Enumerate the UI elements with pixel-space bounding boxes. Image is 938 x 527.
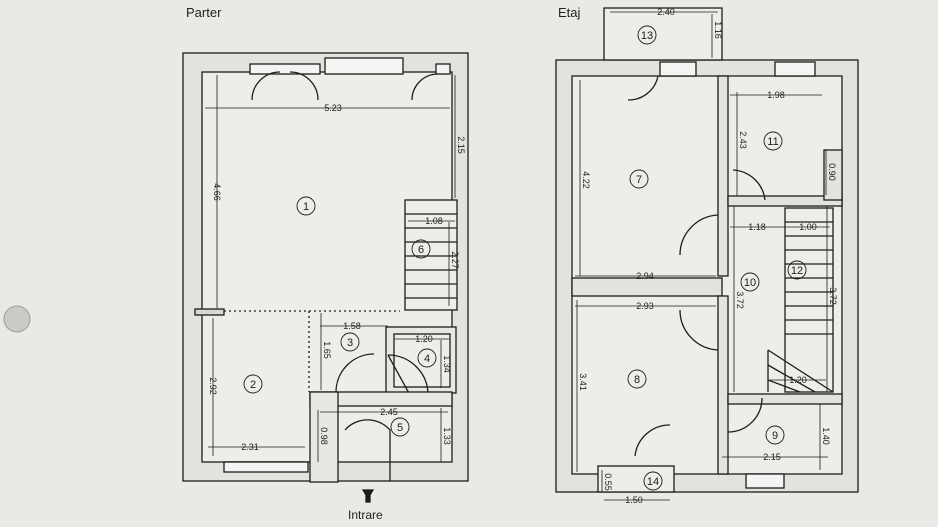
dimension-label: 1.40 (821, 427, 831, 445)
room-label: 2 (250, 379, 256, 391)
room-label: 12 (791, 265, 803, 277)
dimension-label: 1.18 (748, 222, 766, 232)
dimension-label: 1.33 (442, 427, 452, 445)
door-swing (289, 71, 319, 101)
door-swing (727, 397, 763, 433)
partition-wall (727, 393, 843, 405)
door-swing (335, 353, 375, 393)
partition-wall (823, 149, 843, 201)
entry-wall (309, 391, 339, 483)
dimension-label: 1.08 (425, 216, 443, 226)
stair-steps (405, 213, 457, 299)
room-number-circles (243, 25, 807, 491)
dimension-label: 2.15 (456, 136, 466, 154)
dimension-label: 2.93 (636, 301, 654, 311)
dimension-label: 2.15 (763, 452, 781, 462)
window (745, 473, 785, 489)
dimension-label: 3.41 (578, 373, 588, 391)
room-label: 9 (772, 430, 778, 442)
door-swing (387, 354, 429, 394)
window (435, 63, 451, 75)
room-label: 1 (303, 201, 309, 213)
partition-wall (571, 277, 723, 297)
entrance-arrow-icon (365, 493, 371, 503)
punch-hole (3, 305, 31, 333)
dimension-label: 4.66 (212, 183, 222, 201)
partition-wall (717, 75, 729, 277)
dimension-label: 2.94 (636, 271, 654, 281)
entrance-label: Intrare (348, 508, 383, 522)
dimension-label: 1.20 (789, 375, 807, 385)
dimension-label: 1.58 (343, 321, 361, 331)
dimension-label: 5.23 (324, 103, 342, 113)
door-swing (411, 73, 439, 101)
room-label: 3 (347, 337, 353, 349)
door-swing (634, 424, 671, 457)
door-leaf (387, 354, 411, 396)
room-label: 10 (744, 277, 756, 289)
window (324, 57, 404, 75)
dimension-label: 1.20 (415, 334, 433, 344)
dimension-label: 1.34 (442, 355, 452, 373)
room-label: 8 (634, 374, 640, 386)
window (223, 461, 309, 473)
partition-wall (727, 195, 843, 207)
upper-floor-plan (555, 7, 859, 493)
room-label: 4 (424, 353, 430, 365)
room-label: 7 (636, 174, 642, 186)
dimension-label: 2.45 (380, 407, 398, 417)
dimension-label: 0.55 (603, 473, 613, 491)
entrance-door (344, 419, 391, 481)
ground-floor-title: Parter (186, 5, 222, 20)
dimension-label: 3.72 (735, 291, 745, 309)
dimension-label: 2.40 (657, 7, 675, 17)
dimension-label: 2.27 (450, 251, 460, 269)
room-label: 13 (641, 30, 653, 42)
window (249, 63, 321, 75)
stair (784, 207, 834, 393)
dimension-label: 2.31 (241, 442, 259, 452)
dimension-label: 1.16 (713, 21, 723, 39)
stair (404, 199, 458, 311)
door-swing (679, 214, 719, 256)
door-swing (732, 169, 766, 201)
room-label: 14 (647, 476, 659, 488)
dimension-label: 4.22 (581, 171, 591, 189)
dimension-label: 1.50 (625, 495, 643, 505)
room-label: 11 (767, 136, 778, 148)
dimension-lines (205, 11, 830, 501)
dimension-label: 1.00 (799, 222, 817, 232)
partition-wall (194, 308, 225, 316)
dimension-label: 1.65 (322, 341, 332, 359)
window (774, 61, 816, 77)
window (659, 61, 697, 77)
room-label: 6 (418, 244, 424, 256)
upper-floor-title: Etaj (558, 5, 581, 20)
dimension-label: 2.92 (208, 377, 218, 395)
door-swing (679, 309, 719, 351)
dimension-label: 3.72 (828, 287, 838, 305)
dimension-label: 0.90 (827, 163, 837, 181)
balcony-13 (603, 7, 723, 61)
door-swing (627, 75, 659, 101)
ground-floor-plan (182, 52, 469, 503)
dimension-label: 1.98 (767, 90, 785, 100)
dimension-label: 2.43 (738, 131, 748, 149)
partition-wall (717, 295, 729, 475)
room-label: 5 (397, 422, 403, 434)
dimension-label: 0.98 (319, 427, 329, 445)
door-swing (251, 71, 281, 101)
